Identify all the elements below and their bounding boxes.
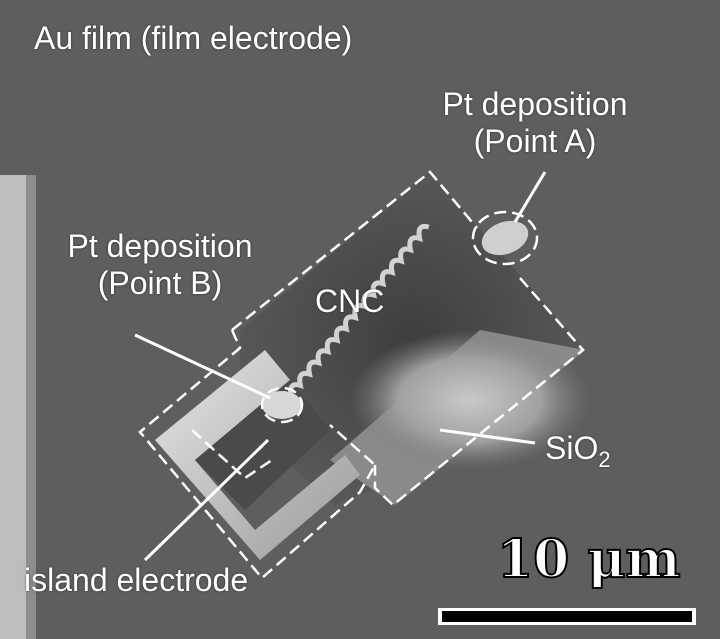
point-b-circle xyxy=(260,386,304,424)
island-inner-outline xyxy=(191,429,276,480)
scale-bar xyxy=(442,611,692,622)
island-electrode-body xyxy=(155,350,360,560)
left-edge-shadow xyxy=(26,175,36,639)
etched-region xyxy=(240,172,585,505)
point-a-label: Pt deposition (Point A) xyxy=(410,86,660,160)
leader-sio2 xyxy=(439,428,536,445)
point-b-label-line1: Pt deposition xyxy=(67,228,253,264)
leader-point-a xyxy=(513,171,547,223)
island-electrode-label: island electrode xyxy=(24,562,249,598)
pt-deposit-a xyxy=(481,220,529,256)
point-b-label-line2: (Point B) xyxy=(97,265,223,301)
left-edge-strip xyxy=(0,175,30,639)
point-a-label-line1: Pt deposition xyxy=(442,86,628,122)
sio2-region-outline xyxy=(373,277,585,507)
island-region-outline xyxy=(138,329,377,580)
cnc-label: CNC xyxy=(315,283,385,319)
pt-deposit-b xyxy=(262,391,302,419)
scale-bar-label: 10 μm xyxy=(496,529,682,590)
leader-island xyxy=(143,438,270,562)
sio2-highlight xyxy=(350,330,590,470)
sio2-label: SiO2 xyxy=(545,430,611,471)
au-film-label: Au film (film electrode) xyxy=(34,20,353,56)
cnc-coil xyxy=(278,223,430,409)
point-b-label: Pt deposition (Point B) xyxy=(30,228,290,302)
leader-point-b xyxy=(134,333,271,400)
sio2-label-base: SiO xyxy=(545,430,599,466)
dashed-outlines xyxy=(138,170,585,580)
leader-lines xyxy=(134,171,547,562)
sio2-label-subscript: 2 xyxy=(598,447,611,472)
point-a-circle xyxy=(471,210,539,266)
cnc-region-outline-top xyxy=(231,170,478,331)
point-a-label-line2: (Point A) xyxy=(473,123,597,159)
